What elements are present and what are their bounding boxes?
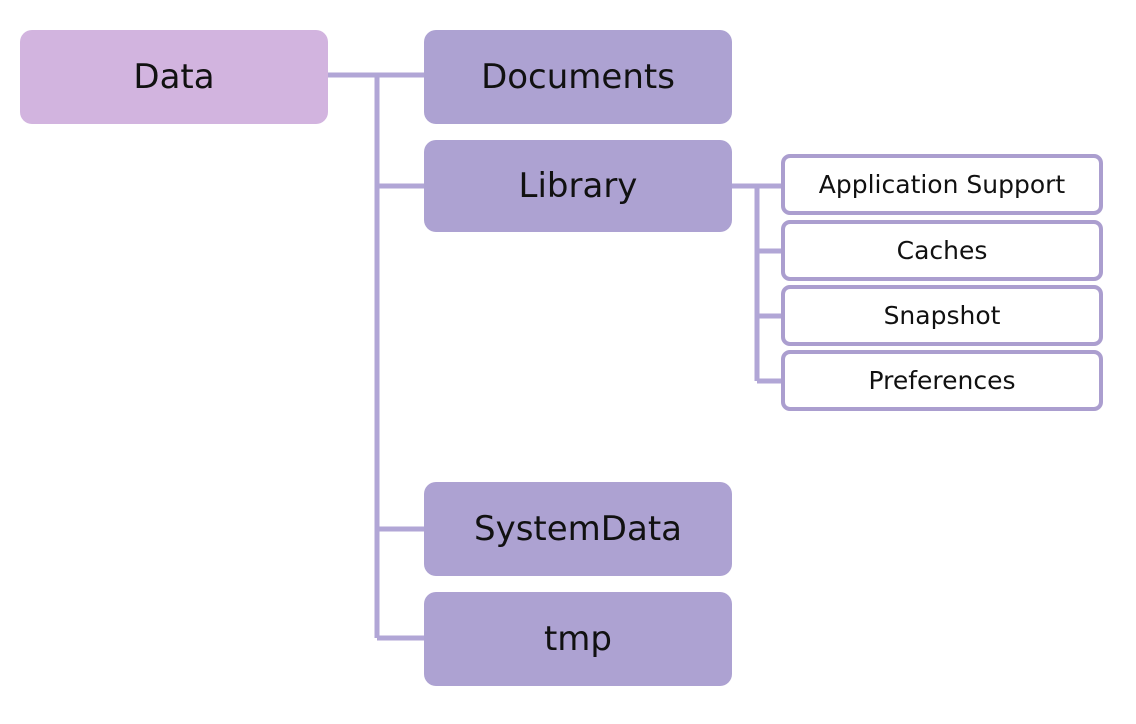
folder-node-tmp: tmp <box>424 592 732 686</box>
folder-node-systemdata: SystemData <box>424 482 732 576</box>
folder-node-preferences: Preferences <box>781 350 1103 411</box>
folder-node-library: Library <box>424 140 732 232</box>
folder-node-snapshot: Snapshot <box>781 285 1103 346</box>
folder-node-caches: Caches <box>781 220 1103 281</box>
folder-node-data: Data <box>20 30 328 124</box>
folder-node-application-support: Application Support <box>781 154 1103 215</box>
folder-node-documents: Documents <box>424 30 732 124</box>
